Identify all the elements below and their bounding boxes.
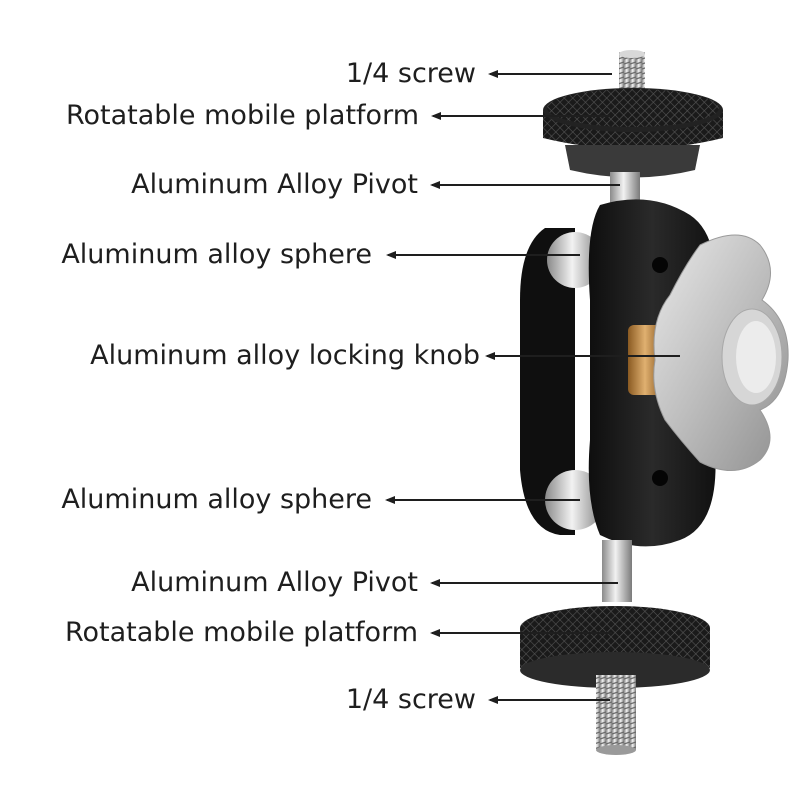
label-screw-top: 1/4 screw (345, 58, 476, 89)
rear-plate (520, 228, 575, 535)
label-pivot-bottom: Aluminum Alloy Pivot (131, 567, 418, 598)
label-platform-top: Rotatable mobile platform (65, 100, 419, 131)
top-platform (543, 88, 723, 178)
label-sphere-top: Aluminum alloy sphere (61, 239, 372, 270)
label-sphere-bottom: Aluminum alloy sphere (61, 484, 372, 515)
top-screw (619, 50, 645, 92)
label-pivot-top: Aluminum Alloy Pivot (131, 169, 418, 200)
bottom-screw (596, 675, 636, 755)
arrow-group (385, 70, 680, 704)
bottom-pivot (602, 540, 632, 602)
bottom-platform (520, 606, 710, 688)
label-platform-bottom: Rotatable mobile platform (64, 617, 418, 648)
locking-knob (653, 234, 789, 471)
label-screw-bottom: 1/4 screw (345, 684, 476, 715)
label-locking-knob: Aluminum alloy locking knob (90, 340, 480, 371)
